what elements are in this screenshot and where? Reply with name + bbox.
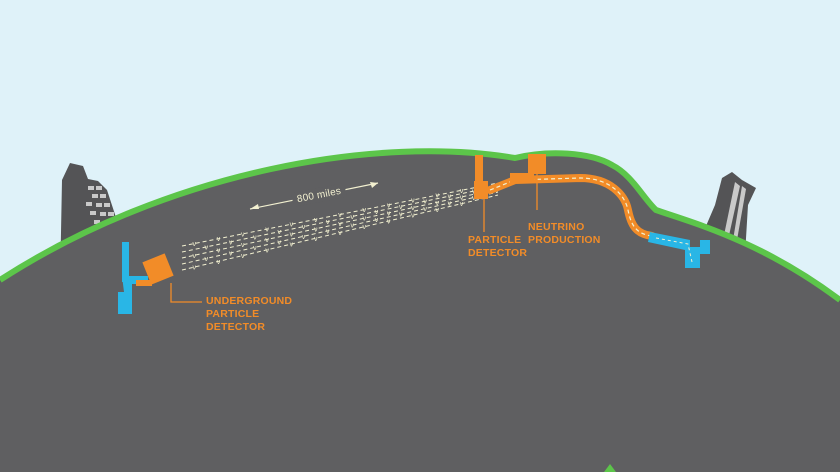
- neutrino-symbol: ν: [350, 214, 354, 221]
- neutrino-production-beamline: [486, 154, 656, 240]
- underground-detector-label-3: DETECTOR: [206, 321, 265, 333]
- neutrino-symbol: ν: [411, 213, 415, 220]
- neutrino-symbols: νννννννννννννννννννννννννννννννννννννννν…: [192, 188, 476, 272]
- neutrino-symbol: ν: [229, 239, 233, 246]
- surface-marker: [604, 464, 616, 472]
- neutrino-symbol: ν: [435, 200, 439, 207]
- neutrino-symbol: ν: [448, 194, 452, 201]
- neutrino-symbol: ν: [326, 219, 330, 226]
- neutrino-symbol: ν: [265, 237, 269, 244]
- neutrino-symbol: ν: [253, 245, 257, 252]
- neutrino-symbol: ν: [277, 229, 281, 236]
- neutrino-symbol: ν: [350, 223, 354, 230]
- neutrino-symbol: ν: [229, 250, 233, 257]
- neutrino-symbol: ν: [314, 217, 318, 224]
- neutrino-symbol: ν: [460, 195, 464, 202]
- accelerator-shaft: [648, 232, 710, 268]
- neutrino-symbol: ν: [192, 241, 196, 248]
- neutrino-symbol: ν: [205, 256, 209, 263]
- neutrino-production-label-1: NEUTRINO: [528, 221, 584, 233]
- neutrino-symbol: ν: [338, 230, 342, 237]
- neutrino-symbol: ν: [435, 193, 439, 200]
- neutrino-symbol: ν: [399, 212, 403, 219]
- neutrino-symbol: ν: [423, 206, 427, 213]
- neutrino-symbol: ν: [265, 227, 269, 234]
- neutrino-symbol: ν: [387, 202, 391, 209]
- neutrino-symbol: ν: [241, 231, 245, 238]
- neutrino-symbol: ν: [217, 236, 221, 243]
- neutrino-symbol: ν: [363, 216, 367, 223]
- underground-shaft: [118, 242, 148, 314]
- neutrino-symbol: ν: [290, 232, 294, 239]
- underground-detector-label-1: UNDERGROUND: [206, 295, 292, 307]
- neutrino-symbol: ν: [363, 207, 367, 214]
- neutrino-symbol: ν: [253, 234, 257, 241]
- neutrino-symbol: ν: [338, 221, 342, 228]
- neutrino-symbol: ν: [387, 219, 391, 226]
- neutrino-symbol: ν: [290, 222, 294, 229]
- neutrino-symbol: ν: [205, 244, 209, 251]
- neutrino-symbol: ν: [448, 201, 452, 208]
- neutrino-symbol: ν: [411, 205, 415, 212]
- neutrino-symbol: ν: [375, 217, 379, 224]
- neutrino-symbol: ν: [363, 224, 367, 231]
- distance-label-bg: [291, 182, 347, 208]
- neutrino-symbol: ν: [192, 253, 196, 260]
- neutrino-symbol: ν: [326, 228, 330, 235]
- neutrino-symbol: ν: [375, 209, 379, 216]
- underground-particle-detector: [136, 253, 202, 303]
- neutrino-symbol: ν: [472, 189, 476, 196]
- neutrino-symbol: ν: [217, 259, 221, 266]
- neutrino-symbol: ν: [314, 226, 318, 233]
- neutrino-symbol: ν: [460, 201, 464, 208]
- neutrino-symbol: ν: [302, 234, 306, 241]
- neutrino-symbol: ν: [241, 253, 245, 260]
- ground-surface: [0, 148, 840, 303]
- neutrino-symbol: ν: [277, 239, 281, 246]
- underground-detector-label-2: PARTICLE: [206, 308, 259, 320]
- neutrino-production-label-2: PRODUCTION: [528, 234, 601, 246]
- neutrino-symbol: ν: [460, 188, 464, 195]
- neutrino-symbol: ν: [314, 236, 318, 243]
- neutrino-symbol: ν: [265, 247, 269, 254]
- neutrino-symbol: ν: [338, 212, 342, 219]
- earth: [0, 151, 840, 472]
- neutrino-symbol: ν: [423, 199, 427, 206]
- neutrino-symbol: ν: [411, 198, 415, 205]
- particle-detector-label-1: PARTICLE: [468, 234, 521, 246]
- neutrino-symbol: ν: [217, 248, 221, 255]
- neutrino-symbol: ν: [387, 210, 391, 217]
- neutrino-symbol: ν: [399, 204, 403, 211]
- particle-detector-label-2: DETECTOR: [468, 247, 527, 259]
- neutrino-symbol: ν: [241, 242, 245, 249]
- near-particle-detector: [474, 155, 488, 232]
- neutrino-beam: [181, 182, 499, 271]
- neutrino-symbol: ν: [192, 265, 196, 272]
- neutrino-symbol: ν: [472, 195, 476, 202]
- neutrino-symbol: ν: [290, 242, 294, 249]
- neutrino-symbol: ν: [435, 207, 439, 214]
- neutrino-symbol: ν: [302, 224, 306, 231]
